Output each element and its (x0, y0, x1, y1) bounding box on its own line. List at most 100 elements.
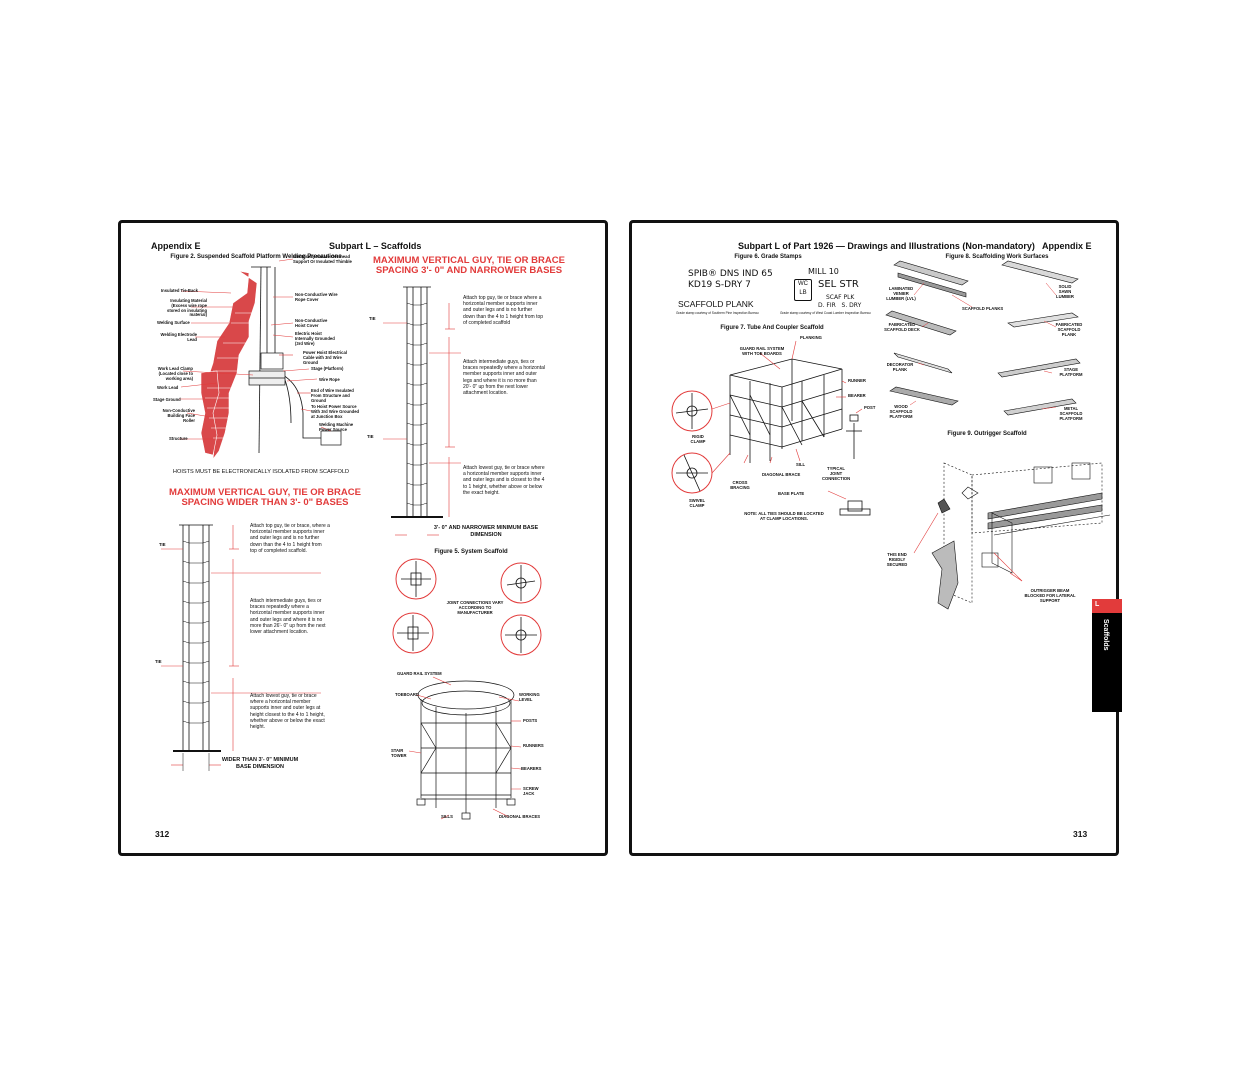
page-number-right: 313 (1073, 829, 1088, 839)
label-fab-plank: FABRICATED SCAFFOLD PLANK (1055, 322, 1083, 337)
label-solid-sawn: SOLID SAWN LUMBER (1056, 284, 1074, 299)
stamp2-fir: D. FIR S. DRY (818, 302, 862, 309)
figure-2-drawing (179, 258, 342, 461)
label-electrically-isolate: Electrically Isolate Overhead Support Or… (293, 254, 352, 264)
label-planking: PLANKING (800, 335, 822, 340)
label-wire-rope: Wire Rope (319, 377, 340, 382)
label-electric-hoist: Electric Hoist Internally Grounded (3rd … (295, 331, 335, 346)
heading-wider-bases: MAXIMUM VERTICAL GUY, TIE OR BRACE SPACI… (169, 487, 361, 508)
wide-note-intermediate: Attach intermediate guys, ties or braces… (250, 598, 326, 636)
label-welding-surface: Welding Surface (157, 320, 190, 325)
wide-note-lowest: Attach lowest guy, tie or brace where a … (250, 693, 325, 731)
header-drawings: Subpart L of Part 1926 — Drawings and Il… (738, 241, 1035, 251)
label-base-plate: BASE PLATE (778, 491, 805, 496)
label-metal: METAL SCAFFOLD PLATFORM (1059, 406, 1083, 421)
stamp1-line1: SPIB® DNS IND 65 (688, 269, 773, 279)
wide-tower-drawing (161, 524, 321, 771)
label-hoist-power-source: To Hoist Power Source With 3rd Wire Grou… (311, 404, 360, 419)
label-wire-rope-cover: Non-Conductive Wire Rope Cover (295, 292, 338, 302)
narrow-note-top: Attach top guy, tie or brace where a hor… (463, 295, 544, 326)
label-guard-rail-toe: GUARD RAIL SYSTEM WITH TOE BOARDS (739, 346, 785, 356)
label-rigid-clamp: RIGID CLAMP (690, 434, 706, 444)
page-number-left: 312 (155, 829, 170, 839)
label-work-lead-clamp: Work Lead Clamp (Located close to workin… (157, 366, 193, 381)
label-guard-rail: GUARD RAIL SYSTEM (397, 671, 442, 676)
label-bumper: Non-Conductive Building Face Roller (162, 408, 195, 423)
joint-connections-note: JOINT CONNECTIONS VARY ACCORDING TO MANU… (446, 600, 504, 615)
figure-5-title: Figure 5. System Scaffold (434, 549, 508, 555)
dim-wider: WIDER THAN 3'- 0" MINIMUM BASE DIMENSION (221, 757, 299, 770)
figure-7-title: Figure 7. Tube And Coupler Scaffold (720, 325, 824, 331)
label-diagonal-brace: DIAGONAL BRACE (762, 472, 801, 477)
figure-8-drawing (885, 260, 1081, 416)
label-typical-joint: TYPICAL JOINT CONNECTION (822, 466, 851, 481)
label-ties-note: NOTE: ALL TIES SHOULD BE LOCATED AT CLAM… (744, 511, 824, 521)
label-lvl: LAMINATED VENIER LUMBER (LVL) (886, 286, 916, 301)
figure-5-drawing (392, 558, 542, 820)
label-bearer: BEARER (848, 393, 866, 398)
tie-label-narrow-lower: TIE (367, 434, 374, 439)
stamp2-caption: Grade stamp courtesy of West Coast Lumbe… (780, 311, 871, 315)
wide-note-top: Attach top guy, tie or brace, where a ho… (250, 523, 330, 554)
stamp1-caption: Grade stamp courtesy of Southern Pine In… (676, 311, 759, 315)
label-welding-electrode: Welding Electrode Lead (160, 332, 197, 342)
label-structure: Structure (169, 436, 188, 441)
header-subpart: Subpart L – Scaffolds (329, 241, 422, 251)
section-tab-letter: L (1095, 601, 1100, 608)
label-rigidly-secured: THIS END RIGIDLY SECURED (886, 552, 908, 567)
heading-narrow-bases: MAXIMUM VERTICAL GUY, TIE OR BRACE SPACI… (373, 255, 565, 276)
right-page: Subpart L of Part 1926 — Drawings and Il… (629, 220, 1119, 856)
label-post: POST (864, 405, 876, 410)
figure-2-title: Figure 2. Suspended Scaffold Platform We… (170, 254, 342, 260)
figure-7-drawing (671, 340, 871, 516)
stamp2-wclb-box: WC LB (794, 279, 812, 301)
label-insulated-tieback: Insulated Tie-Back (161, 288, 198, 293)
tie-label-wide-top: TIE (159, 542, 166, 547)
label-decorator: DECORATOR PLANK (886, 362, 914, 372)
label-outrigger-beam: OUTRIGGER BEAM BLOCKED FOR LATERAL SUPPO… (1024, 588, 1076, 603)
label-bearers: BEARERS (521, 766, 542, 771)
narrow-note-intermediate: Attach intermediate guys, ties or braces… (463, 359, 545, 397)
label-runners: RUNNERS (523, 743, 544, 748)
narrow-note-lowest: Attach lowest guy, tie or brace where a … (463, 465, 545, 496)
label-work-lead: Work Lead (157, 385, 179, 390)
narrow-tower-drawing (383, 286, 461, 536)
label-diagonal-braces: DIAGONAL BRACES (499, 814, 541, 819)
stamp1-line2: KD19 S-DRY 7 (688, 280, 751, 290)
label-sills: SILLS (441, 814, 453, 819)
tie-label-narrow-top: TIE (369, 316, 376, 321)
left-page: Appendix E Subpart L – Scaffolds Figure … (118, 220, 608, 856)
stamp2-mill: MILL 10 (808, 267, 839, 276)
figure-9-title: Figure 9. Outrigger Scaffold (947, 431, 1027, 437)
stamp2-scafplk: SCAF PLK (826, 294, 855, 301)
figure-9-drawing (913, 462, 1111, 610)
section-tab-text: Scaffolds (1102, 619, 1109, 651)
figure-6-title: Figure 6. Grade Stamps (734, 254, 802, 260)
hoists-note: HOISTS MUST BE ELECTRONICALLY ISOLATED F… (172, 469, 350, 475)
label-cross-bracing: CROSS BRACING (730, 480, 750, 490)
stamp1-line3: SCAFFOLD PLANK (678, 299, 754, 309)
label-stair-tower: STAIR TOWER (391, 748, 407, 758)
dim-narrow: 3'- 0" AND NARROWER MINIMUM BASE DIMENSI… (433, 525, 539, 538)
figure-8-title: Figure 8. Scaffolding Work Surfaces (945, 254, 1049, 260)
stamp2-selstr: SEL STR (818, 279, 859, 290)
brick-wall-illustration (200, 270, 258, 461)
label-screw-jack: SCREW JACK (523, 786, 539, 796)
label-wood: WOOD SCAFFOLD PLATFORM (889, 404, 913, 419)
label-toeboard: TOEBOARD (395, 692, 419, 697)
label-posts: POSTS (523, 718, 538, 723)
label-working-level: WORKING LEVEL (519, 692, 540, 702)
label-runner: RUNNER (848, 378, 866, 383)
label-stage: STAGE PLATFORM (1059, 367, 1083, 377)
label-sill: SILL (796, 462, 806, 467)
label-swivel-clamp: SWIVEL CLAMP (688, 498, 706, 508)
label-welding-machine: Welding Machine Power Source (319, 422, 354, 432)
section-tab-letter-box: L (1092, 599, 1122, 613)
header-appendix-left: Appendix E (151, 241, 201, 251)
grade-stamp-spib: SPIB® DNS IND 65 KD19 S-DRY 7 (688, 269, 773, 291)
label-stage-platform: Stage (Platform) (311, 366, 344, 371)
label-power-cable: Power Hoist Electrical Cable with 3rd Wi… (303, 350, 347, 365)
header-appendix-right: Appendix E (1042, 241, 1092, 251)
label-hoist-cover: Non-Conductive Hoist Cover (295, 318, 328, 328)
section-tab-scaffolds: L Scaffolds (1092, 599, 1122, 712)
